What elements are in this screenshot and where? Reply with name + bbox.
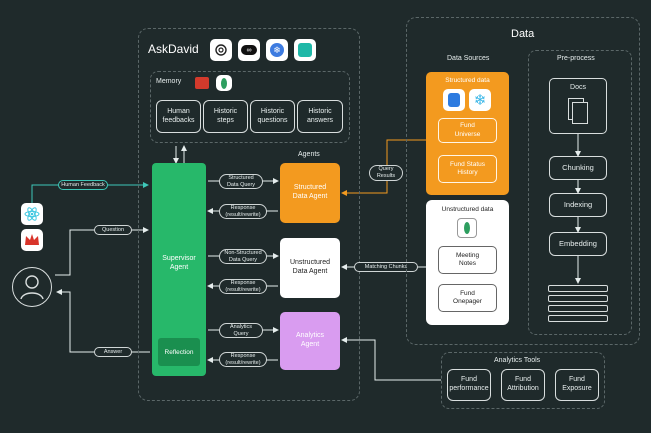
human-feedback-arrow	[31, 182, 149, 203]
meta-icon: ∞	[238, 39, 260, 61]
data-frame	[406, 17, 640, 345]
structured-data-agent: Structured Data Agent	[280, 163, 340, 223]
reflection-box: Reflection	[158, 338, 200, 366]
fund-universe-box: Fund Universe	[438, 118, 497, 143]
memory-title: Memory	[156, 78, 182, 85]
vector-store-row	[548, 285, 608, 292]
embedding-box: Embedding	[549, 232, 607, 256]
database-icon	[443, 89, 465, 111]
mongodb-icon	[457, 218, 477, 238]
askdavid-title: AskDavid	[148, 42, 199, 56]
memory-item-historic-steps: Historic steps	[203, 100, 248, 133]
askdavid-frame	[138, 28, 360, 401]
pill-human-feedback: Human Feedback	[58, 180, 108, 190]
redis-icon	[194, 75, 210, 91]
openai-icon	[210, 39, 232, 61]
document-icon-front	[572, 102, 588, 124]
vector-store-row	[548, 315, 608, 322]
indexing-box: Indexing	[549, 193, 607, 217]
fund-attribution-box: Fund Attribution	[501, 369, 545, 401]
preprocess-frame	[528, 50, 632, 335]
mongodb-icon	[216, 75, 232, 91]
preprocess-title: Pre-process	[557, 55, 595, 62]
pill-answer: Answer	[94, 347, 132, 357]
docs-label: Docs	[570, 84, 586, 91]
fund-performance-box: Fund performance	[447, 369, 491, 401]
answer-arrow	[56, 289, 150, 353]
snowflake-like-icon: ❄	[266, 39, 288, 61]
pill-response-structured: Response (result/rewrite)	[219, 204, 267, 219]
analytics-tools-arrow	[341, 337, 441, 381]
structured-data-title: Structured data	[445, 77, 490, 84]
supervisor-agent-label: Supervisor Agent	[162, 255, 196, 271]
memory-item-human-feedbacks: Human feedbacks	[156, 100, 201, 133]
memory-frame	[150, 71, 350, 143]
analytics-tools-title: Analytics Tools	[494, 357, 541, 364]
pill-nonstructured-query: Non-Structured Data Query	[219, 249, 267, 264]
pill-response-unstructured: Response (result/rewrite)	[219, 279, 267, 294]
fund-onepager-box: Fund Onepager	[438, 284, 497, 312]
pill-analytics-query: Analytics Query	[219, 323, 263, 338]
fund-exposure-box: Fund Exposure	[555, 369, 599, 401]
pill-matching-chunks: Matching Chunks	[354, 262, 418, 272]
pill-structured-query: Structured Data Query	[219, 174, 263, 189]
agents-label: Agents	[298, 151, 320, 158]
crown-icon	[21, 229, 43, 251]
snowflake-icon: ❄	[469, 89, 491, 111]
data-sources-title: Data Sources	[447, 55, 490, 62]
vector-store-row	[548, 295, 608, 302]
docs-box	[549, 78, 607, 134]
fund-status-history-box: Fund Status History	[438, 155, 497, 183]
react-icon	[21, 203, 43, 225]
user-avatar-icon	[12, 267, 52, 307]
analytics-agent: Analytics Agent	[280, 312, 340, 370]
unstructured-data-agent: Unstructured Data Agent	[280, 238, 340, 298]
memory-item-historic-answers: Historic answers	[297, 100, 343, 133]
pill-response-analytics: Response (result/rewrite)	[219, 352, 267, 367]
analytics-tools-frame	[441, 352, 605, 409]
data-title: Data	[511, 28, 535, 40]
assistant-icon	[294, 39, 316, 61]
question-arrow	[55, 227, 149, 276]
pill-query-results: Query Results	[369, 165, 403, 181]
meeting-notes-box: Meeting Notes	[438, 246, 497, 274]
chunking-box: Chunking	[549, 156, 607, 180]
vector-store-row	[548, 305, 608, 312]
pill-question: Question	[94, 225, 132, 235]
memory-item-historic-questions: Historic questions	[250, 100, 295, 133]
unstructured-data-title: Unstructured data	[441, 206, 494, 213]
